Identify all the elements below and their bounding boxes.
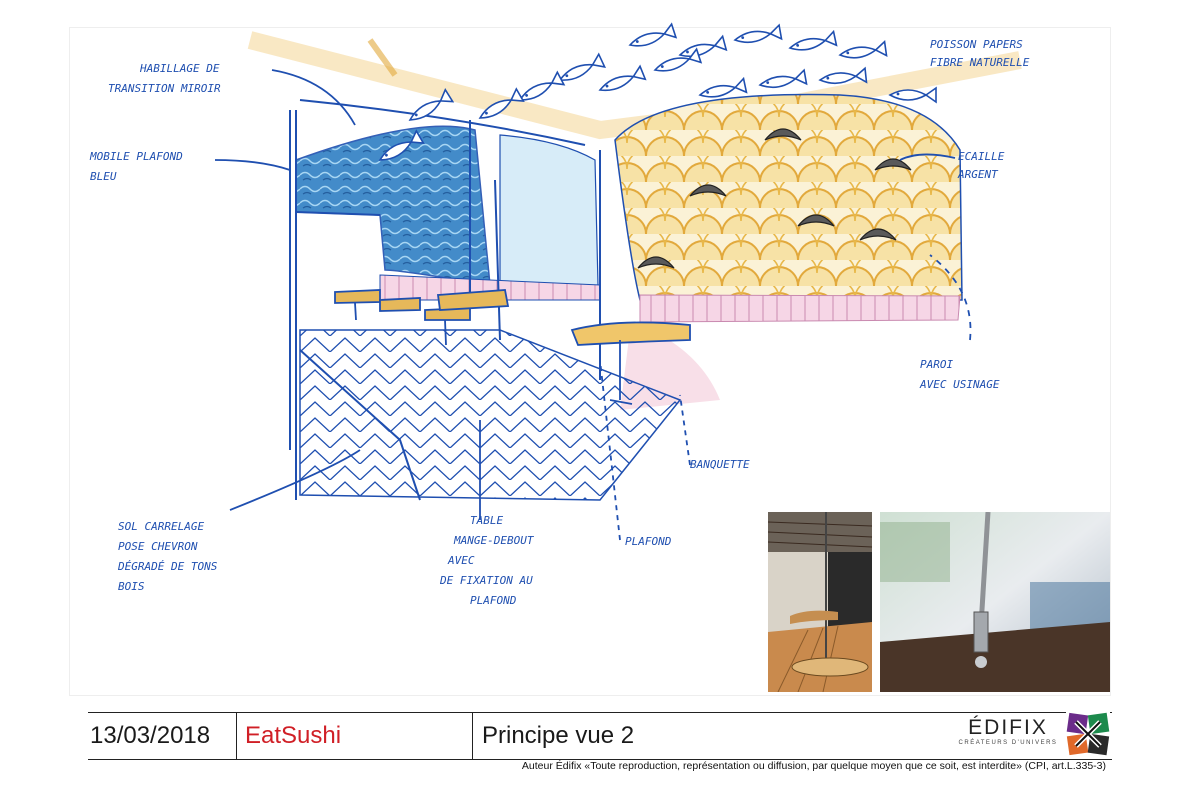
brand-name: ÉDIFIX: [968, 716, 1048, 739]
svg-text:HABILLAGE DE: HABILLAGE DE: [139, 62, 220, 75]
svg-text:PLAFOND: PLAFOND: [470, 594, 517, 607]
title-block: 13/03/2018 EatSushi Principe vue 2: [88, 712, 1112, 760]
reference-photo-image: [880, 512, 1110, 692]
svg-text:BANQUETTE: BANQUETTE: [690, 458, 750, 471]
svg-text:TRANSITION MIROIR: TRANSITION MIROIR: [108, 82, 221, 95]
svg-text:MANGE-DEBOUT: MANGE-DEBOUT: [453, 534, 535, 547]
svg-text:DE FIXATION AU: DE FIXATION AU: [439, 574, 533, 587]
svg-text:POISSON PAPERS: POISSON PAPERS: [930, 38, 1023, 51]
edifix-logo: [1066, 712, 1110, 756]
svg-text:PLAFOND: PLAFOND: [625, 535, 672, 548]
svg-text:BLEU: BLEU: [90, 170, 117, 183]
svg-text:BOIS: BOIS: [118, 580, 145, 593]
svg-text:PAROI: PAROI: [920, 358, 953, 371]
svg-text:ARGENT: ARGENT: [957, 168, 999, 181]
client-name: EatSushi: [236, 713, 472, 759]
svg-text:TABLE: TABLE: [470, 514, 503, 527]
svg-text:ECAILLE: ECAILLE: [958, 150, 1005, 163]
svg-text:FIBRE NATURELLE: FIBRE NATURELLE: [930, 56, 1030, 69]
reference-sketch-image: [768, 512, 872, 692]
svg-text:DÉGRADÉ DE TONS: DÉGRADÉ DE TONS: [117, 560, 218, 573]
brand-block: ÉDIFIX CRÉATEURS D'UNIVERS: [958, 716, 1058, 746]
svg-text:MOBILE PLAFOND: MOBILE PLAFOND: [89, 150, 183, 163]
date-field: 13/03/2018: [90, 722, 211, 749]
svg-text:POSE CHEVRON: POSE CHEVRON: [118, 540, 198, 553]
svg-text:AVEC USINAGE: AVEC USINAGE: [919, 378, 1000, 391]
copyright-notice: Auteur Édifix «Toute reproduction, repré…: [521, 760, 1106, 772]
brand-tagline: CRÉATEURS D'UNIVERS: [958, 740, 1058, 746]
drawing-title: Principe vue 2: [472, 713, 952, 759]
svg-text:SOL CARRELAGE: SOL CARRELAGE: [118, 520, 204, 533]
svg-text:AVEC: AVEC: [447, 554, 475, 567]
